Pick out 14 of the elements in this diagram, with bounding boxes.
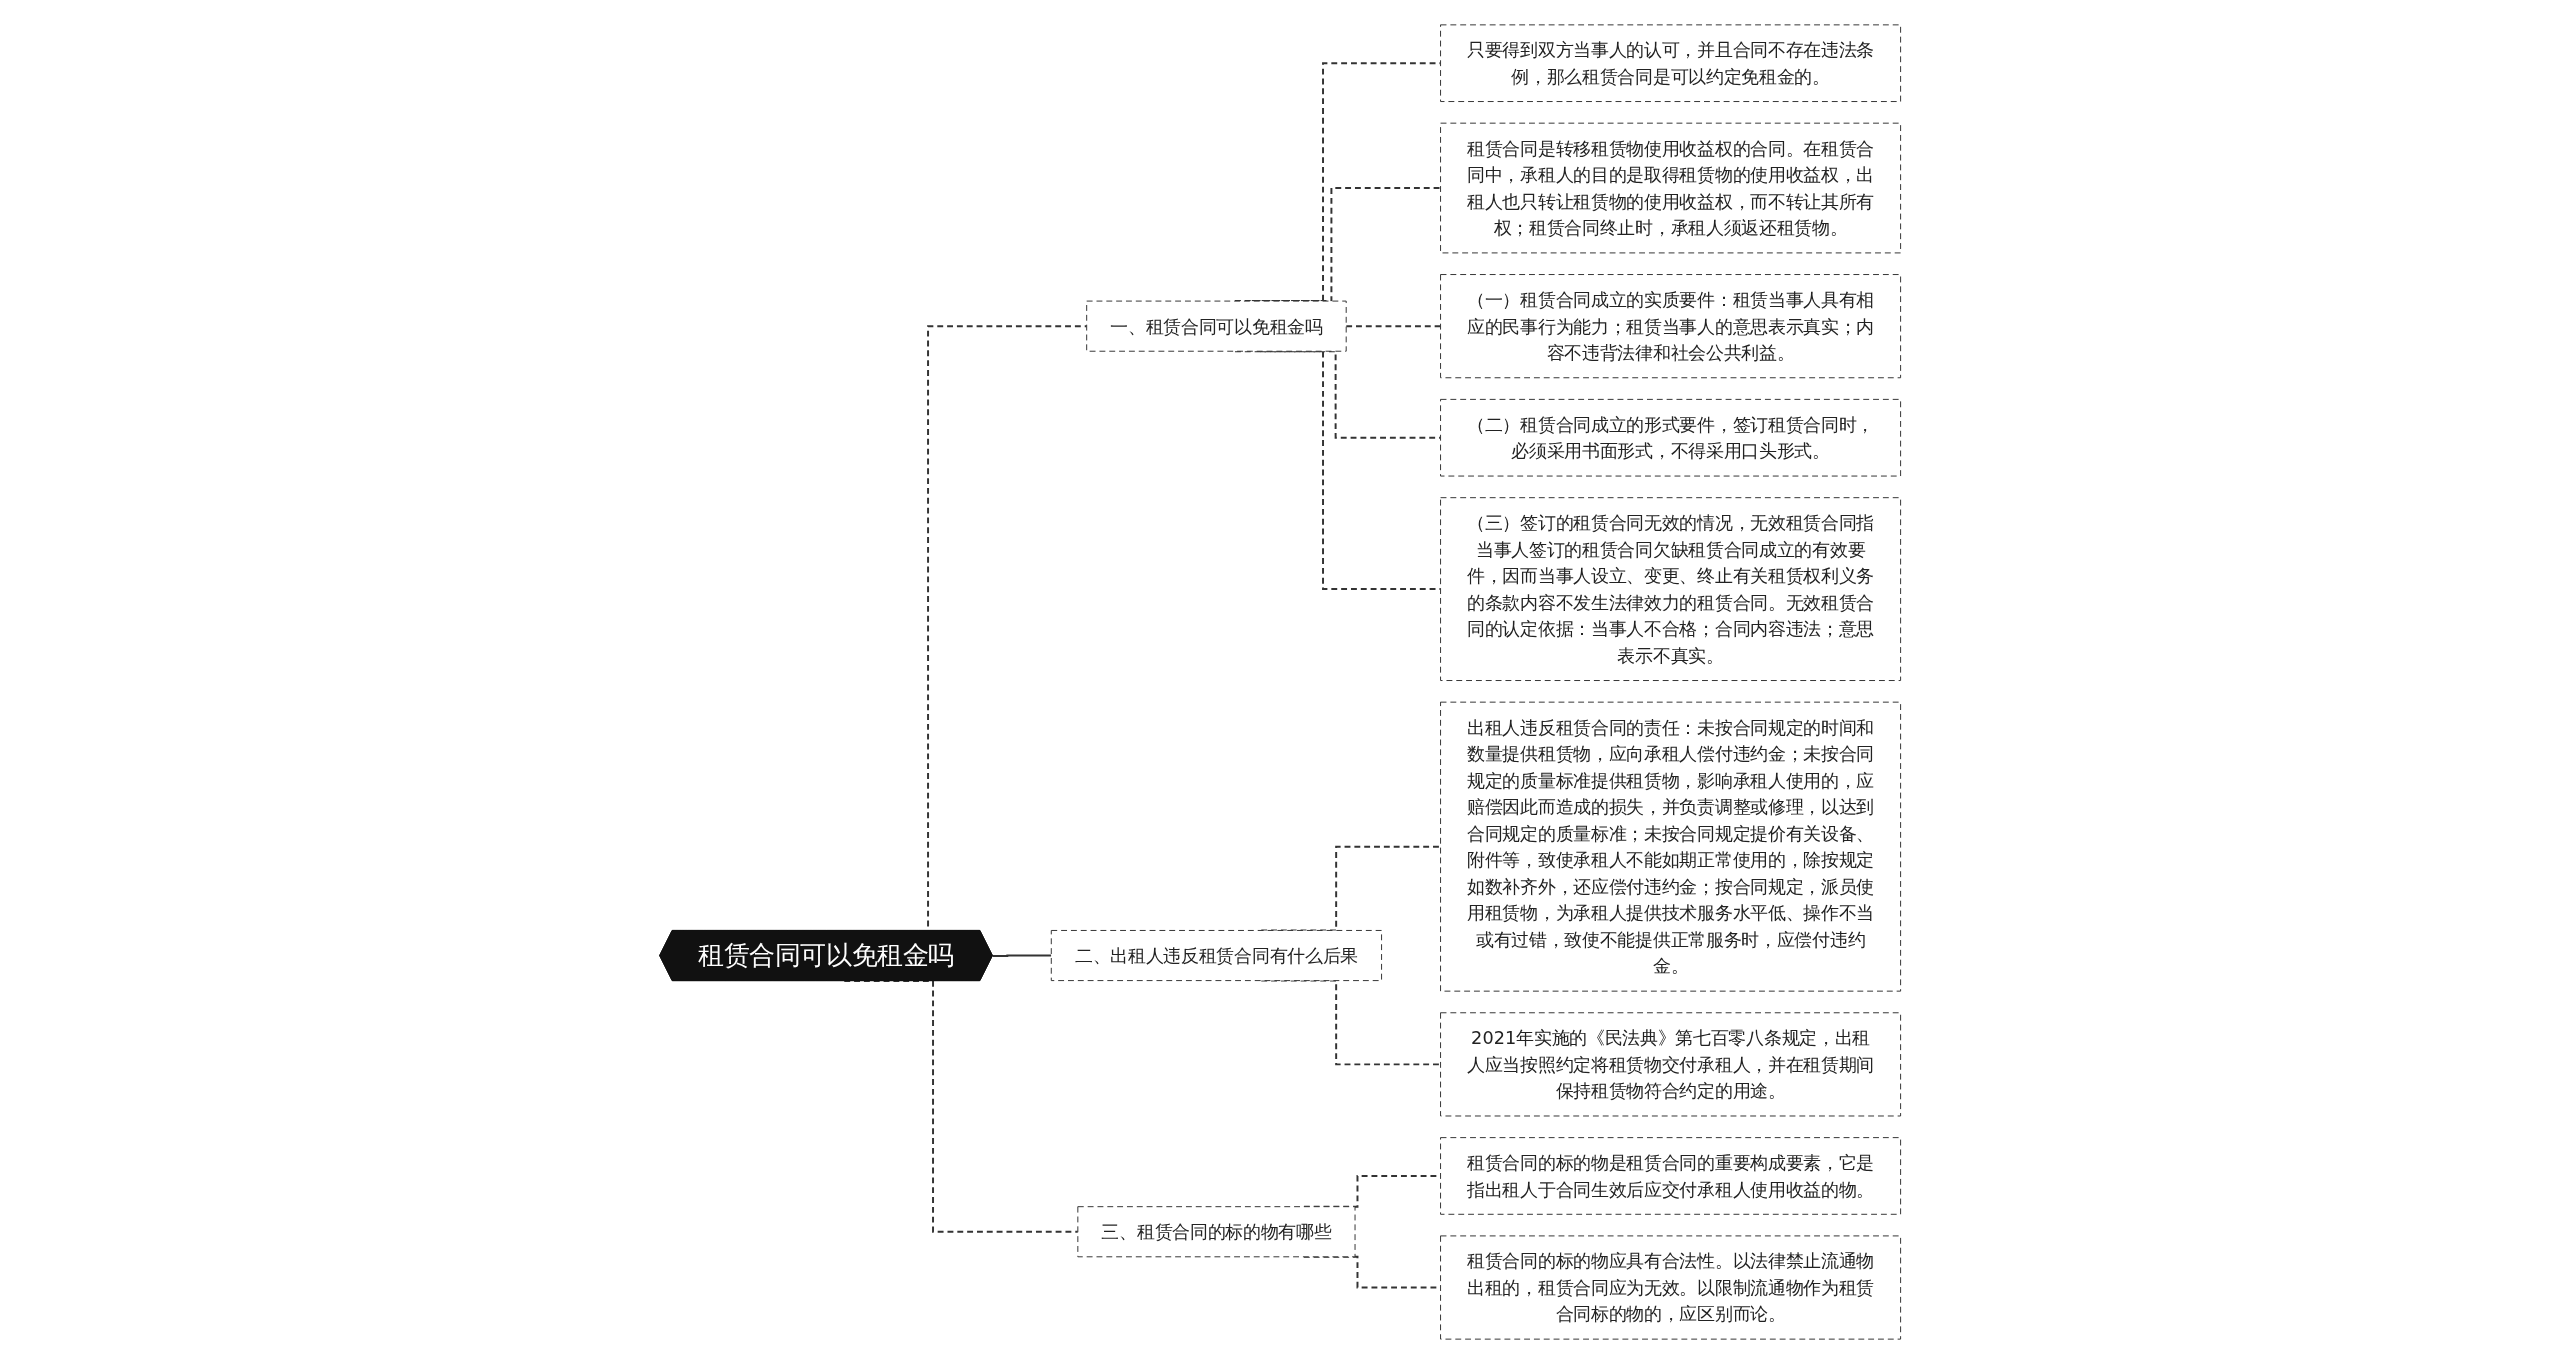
node-box: （一）租赁合同成立的实质要件：租赁当事人具有相应的民事行为能力；租赁当事人的意思表示真实；内容不违背法律和社会公共利益。	[1439, 273, 1901, 378]
node-box: 出租人违反租赁合同的责任：未按合同规定的时间和数量提供租赁物，应向承租人偿付违约金；未按合同规定的质量标准提供租赁物，影响承租人使用的，应赔偿因此而造成的损失，并负责调整或修理，以达到合同规定的质量标准；未按合同规定提价有关设备、附件等，致使承租人不能如期正常使用的，除按规定如数补齐外，还应偿付违约金；按合同规定，派员使用租赁物，为承租人提供技术服务水平低、操作不当或有过错，致使不能提供正常服务时，应偿付违约金。	[1439, 701, 1901, 992]
node-box: 租赁合同的标的物应具有合法性。以法律禁止流通物出租的，租赁合同应为无效。以限制流通物作为租赁合同标的物的，应区别而论。	[1439, 1234, 1901, 1340]
connector	[991, 954, 1053, 957]
node-box: 2021年实施的《民法典》第七百零八条规定，出租人应当按照约定将租赁物交付承租人，并在租赁期间保持租赁物符合约定的用途。	[1439, 1011, 1901, 1116]
node-box: （二）租赁合同成立的形式要件，签订租赁合同时，必须采用书面形式，不得采用口头形式。	[1439, 398, 1901, 477]
node-box: 一、租赁合同可以免租金吗	[1086, 300, 1347, 352]
node-box: 租赁合同的标的物是租赁合同的重要构成要素，它是指出租人于合同生效后应交付承租人使用收益的物。	[1439, 1136, 1901, 1215]
connector	[1345, 324, 1442, 327]
node-box: （三）签订的租赁合同无效的情况，无效租赁合同指当事人签订的租赁合同欠缺租赁合同成立的有效要件，因而当事人设立、变更、终止有关租赁权利义务的条款内容不发生法律效力的租赁合同。无效租赁合同的认定依据：当事人不合格；合同内容违法；意思表示不真实。	[1439, 496, 1901, 681]
node-box: 租赁合同是转移租赁物使用收益权的合同。在租赁合同中，承租人的目的是取得租赁物的使用收益权，出租人也只转让租赁物的使用收益权，而不转让其所有权；租赁合同终止时，承租人须返还租赁物。	[1439, 122, 1901, 253]
node-box: 二、出租人违反租赁合同有什么后果	[1050, 929, 1382, 981]
node-box: 三、租赁合同的标的物有哪些	[1077, 1205, 1356, 1257]
node-box: 只要得到双方当事人的认可，并且合同不存在违法条例，那么租赁合同是可以约定免租金的。	[1439, 23, 1901, 102]
